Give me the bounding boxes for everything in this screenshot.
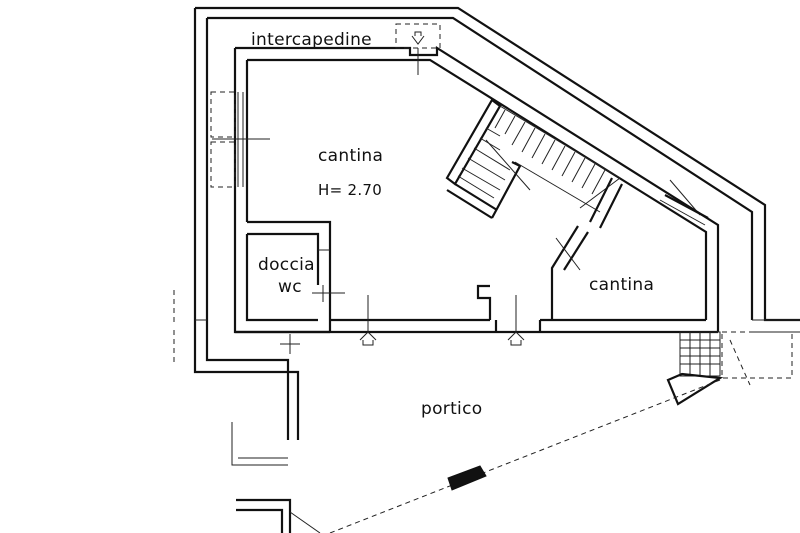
entry-arrows (280, 295, 525, 354)
bottom-wall (235, 284, 718, 334)
label-portico: portico (421, 399, 482, 419)
label-cantina-main: cantina (318, 146, 383, 166)
partition-walls (550, 177, 709, 320)
top-vent (395, 23, 441, 75)
label-wc: wc (278, 277, 302, 297)
stairs-main (445, 98, 621, 219)
exterior-stairs (666, 331, 793, 406)
label-cantina-right: cantina (589, 275, 654, 295)
outer-wall (193, 6, 800, 440)
left-exterior (173, 290, 321, 533)
label-cantina-height: H= 2.70 (318, 181, 382, 199)
portico-boundary (329, 379, 721, 533)
label-intercapedine: intercapedine (251, 30, 372, 50)
left-windows (210, 91, 270, 188)
label-doccia: doccia (258, 255, 315, 275)
doccia-wc-walls (245, 220, 345, 332)
